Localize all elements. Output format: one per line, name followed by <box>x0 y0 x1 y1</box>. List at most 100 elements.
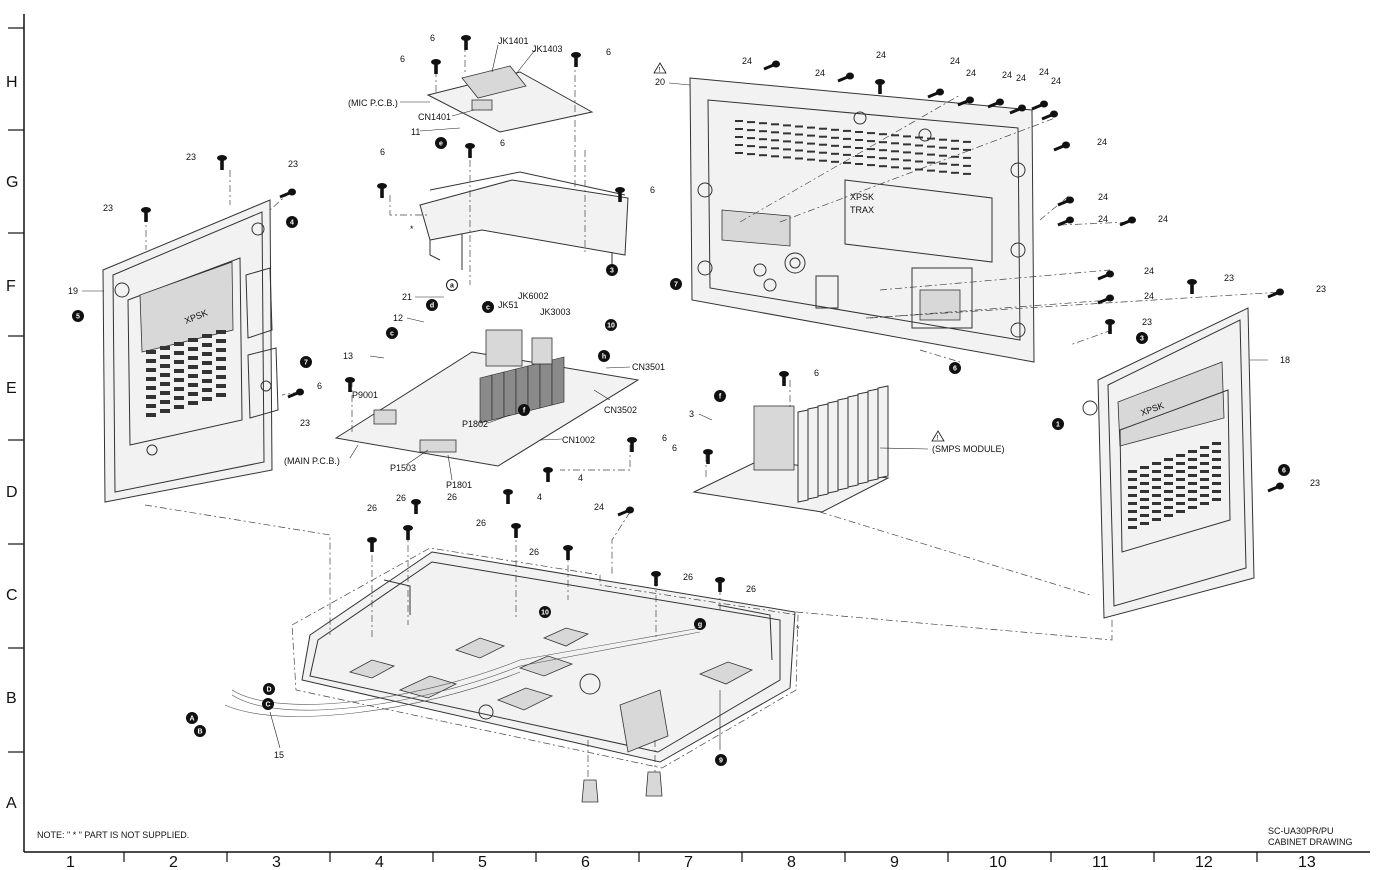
reference-marker: 1 <box>1052 418 1064 430</box>
top-bracket: * <box>410 171 629 272</box>
vent-slot <box>927 153 935 156</box>
vent-slot <box>216 330 226 334</box>
vent-slot <box>903 143 911 146</box>
grid-row-label: E <box>6 380 17 397</box>
reference-marker: e <box>435 137 447 149</box>
vent-slot <box>819 159 827 162</box>
vent-slot <box>1176 502 1185 505</box>
reference-marker: h <box>598 350 610 362</box>
not-supplied-mark: * <box>796 624 800 634</box>
vent-slot <box>1140 514 1149 517</box>
vent-slot <box>891 134 899 137</box>
vent-slot <box>1164 498 1173 501</box>
part-number: 23 <box>1316 284 1326 294</box>
vent-slot <box>855 131 863 133</box>
grid-col-label: 5 <box>478 854 487 870</box>
vent-slot <box>1200 478 1209 481</box>
heatsink-fin <box>539 359 553 409</box>
vent-slot <box>963 156 971 159</box>
label-cn1002: CN1002 <box>562 435 595 445</box>
vent-slot <box>1200 470 1209 473</box>
vent-slot <box>188 401 198 405</box>
vent-slot <box>747 121 755 124</box>
vent-slot <box>160 382 170 386</box>
part-number: 24 <box>966 68 976 78</box>
vent-slot <box>1164 514 1173 517</box>
reference-marker: f <box>518 404 530 416</box>
heatsink-fin <box>503 368 517 418</box>
screw-icon <box>1267 288 1284 299</box>
vent-slot <box>1212 450 1221 453</box>
part-number: 23 <box>1142 317 1152 327</box>
screw-icon <box>1105 319 1115 334</box>
brand-text: TRAX <box>850 205 874 215</box>
vent-slot <box>216 348 226 352</box>
screw-icon <box>1041 110 1058 121</box>
part-number-labels: 6 6 6 6 6 6 6 6 6 6 11 12 13 3 4 4 21 19… <box>68 33 1326 760</box>
part-number: 24 <box>1097 137 1107 147</box>
label-cn1401: CN1401 <box>418 112 451 122</box>
vent-slot <box>747 137 755 140</box>
vent-slot <box>1176 486 1185 489</box>
vent-slot <box>807 126 815 129</box>
svg-text:!: ! <box>659 67 661 74</box>
vent-slot <box>843 129 851 132</box>
part-number: 24 <box>594 502 604 512</box>
part-number: 6 <box>500 138 505 148</box>
vent-slot <box>146 359 156 363</box>
vent-slot <box>1200 502 1209 505</box>
part-number: 26 <box>529 547 539 557</box>
vent-slot <box>160 409 170 413</box>
vent-slot <box>879 141 887 144</box>
part-number: 18 <box>1280 355 1290 365</box>
vent-slot <box>867 148 875 151</box>
vent-slot <box>831 152 839 155</box>
part-number: 24 <box>1098 214 1108 224</box>
part-number: 24 <box>1158 214 1168 224</box>
reference-marker: C <box>262 698 274 710</box>
vent-slot <box>1188 482 1197 485</box>
grid-row-label: B <box>6 690 17 707</box>
marker-text: C <box>265 702 270 709</box>
vent-slot <box>160 400 170 404</box>
vent-slot <box>759 154 767 157</box>
vent-slot <box>1128 470 1137 473</box>
vent-slot <box>867 140 875 143</box>
heatsink-fin <box>479 374 493 424</box>
vent-slot <box>1152 502 1161 505</box>
marker-text: d <box>430 303 434 310</box>
label-p1801: P1801 <box>446 480 472 490</box>
screw-icon <box>1009 104 1026 115</box>
vent-slot <box>216 384 226 388</box>
marker-text: 7 <box>304 360 308 367</box>
screw-icon <box>503 489 513 504</box>
reference-marker: 7 <box>670 278 682 290</box>
vent-slot <box>879 149 887 152</box>
vent-slot <box>1176 494 1185 497</box>
rear-panel: XPSK TRAX <box>689 77 1035 363</box>
vent-slot <box>1212 474 1221 477</box>
marker-text: 6 <box>1282 468 1286 475</box>
vent-slot <box>963 164 971 167</box>
part-labels: JK1401 JK1403 (MIC P.C.B.) CN1401 JK51 J… <box>284 36 1005 490</box>
reference-marker: B <box>194 725 206 737</box>
screw-icon <box>617 506 634 517</box>
vent-slot <box>1140 482 1149 485</box>
reference-marker: A <box>186 712 198 724</box>
grid-col-label: 4 <box>375 854 384 870</box>
screw-icon <box>461 35 471 50</box>
vent-slot <box>903 167 911 170</box>
screw-icon <box>411 499 421 514</box>
vent-slot <box>783 124 791 127</box>
vent-slot <box>843 145 851 148</box>
main-pcb <box>334 329 640 467</box>
vent-slot <box>146 413 156 417</box>
part-number: 24 <box>1002 70 1012 80</box>
vent-slot <box>1176 470 1185 473</box>
grid-col-label: 11 <box>1092 854 1109 870</box>
vent-slot <box>1152 478 1161 481</box>
screw-icon <box>1119 216 1136 227</box>
smps-fin <box>847 394 859 488</box>
grid-col-label: 7 <box>684 854 693 870</box>
grid-col-label: 2 <box>169 854 178 870</box>
